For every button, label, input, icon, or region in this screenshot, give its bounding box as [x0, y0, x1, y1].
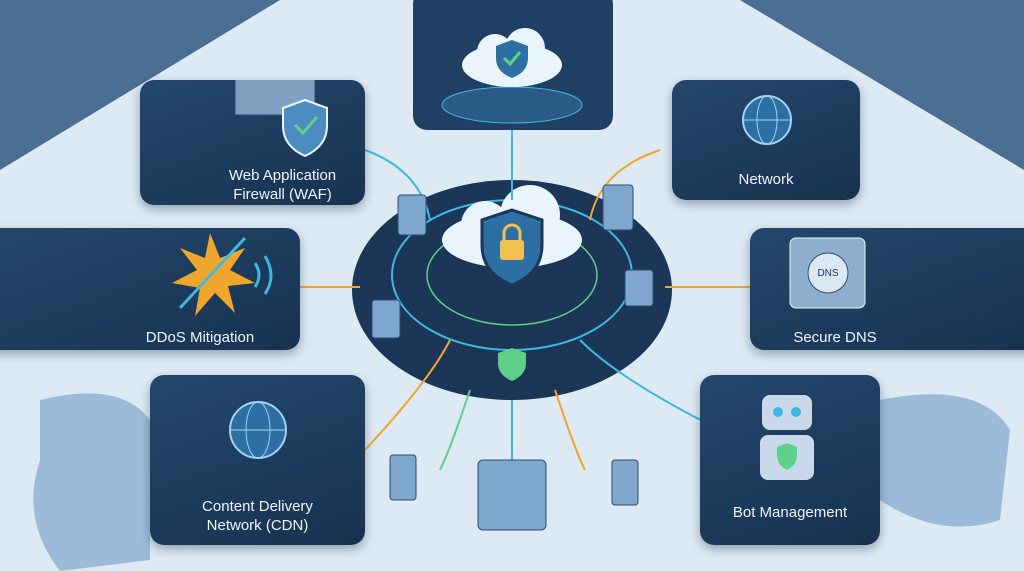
waf-label-line1: Web Application [228, 167, 337, 184]
cdn-label-line1: Content Delivery [202, 498, 313, 515]
robot-icon [760, 395, 814, 480]
waf-label-line2: Firewall (WAF) [233, 186, 332, 203]
ddos-label: DDoS Mitigation [145, 329, 255, 346]
shield-check-icon [498, 348, 526, 381]
secure-dns-panel: DNS Secure DNS [750, 228, 1024, 350]
central-platform [352, 180, 672, 400]
world-map-left [33, 393, 151, 571]
network-label: Network [738, 171, 794, 188]
network-panel: Network [672, 80, 860, 200]
central-cloud-lock-icon [442, 185, 582, 287]
ddos-panel: DDoS Mitigation [0, 228, 300, 350]
bot-management-panel: Bot Management [700, 375, 880, 545]
server-stack-icons [371, 184, 654, 531]
dns-safe-icon [789, 237, 866, 309]
firewall-shield-icon [234, 80, 328, 158]
cdn-panel: Content Delivery Network (CDN) [150, 375, 365, 545]
secure-dns-label: Secure DNS [793, 329, 877, 346]
cloud-shield-icon [462, 28, 562, 87]
connection-lines [300, 130, 750, 471]
ddos-burst-icon [172, 233, 273, 316]
world-map-right [880, 394, 1010, 527]
globe-icon [742, 95, 792, 145]
waf-panel: Web Application Firewall (WAF) [140, 80, 365, 205]
city-skyline-left [0, 0, 280, 170]
bot-management-label: Bot Management [732, 504, 848, 521]
dns-safe-label: DNS [817, 268, 839, 279]
cdn-globe-icon [229, 401, 287, 459]
cdn-label-line2: Network (CDN) [206, 517, 309, 534]
city-skyline-right [740, 0, 1024, 170]
